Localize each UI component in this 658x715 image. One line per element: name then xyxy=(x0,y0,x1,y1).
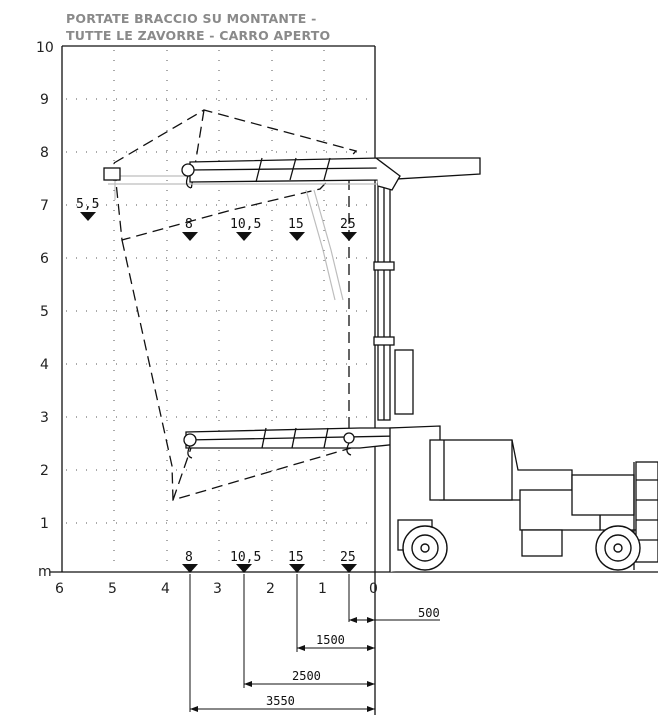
capacity-marker: 15 xyxy=(288,217,305,241)
y-tick-5: 5 xyxy=(40,304,49,320)
y-tick-7: 7 xyxy=(40,198,49,214)
capacity-markers-lower: 8 10,5 15 25 xyxy=(182,550,357,573)
x-tick-6: 6 xyxy=(55,581,64,597)
working-range-envelope xyxy=(113,109,358,501)
dimension-labels: 500 1500 2500 3550 xyxy=(266,606,440,708)
capacity-label: 10,5 xyxy=(230,550,261,565)
capacity-marker: 25 xyxy=(340,217,357,241)
capacity-label: 15 xyxy=(288,550,304,565)
chart-title: PORTATE BRACCIO SU MONTANTE - TUTTE LE Z… xyxy=(66,10,406,44)
capacity-label: 8 xyxy=(185,217,193,232)
y-tick-9: 9 xyxy=(40,92,49,108)
dimension-1500: 1500 xyxy=(316,633,345,647)
y-tick-2: 2 xyxy=(40,463,49,479)
y-tick-1: 1 xyxy=(40,516,49,532)
capacity-label: 25 xyxy=(340,217,356,232)
capacity-marker: 8 xyxy=(182,550,198,573)
machine-wheels xyxy=(402,525,641,571)
x-tick-4: 4 xyxy=(161,581,170,597)
dimension-2500: 2500 xyxy=(292,669,321,683)
y-tick-6: 6 xyxy=(40,251,49,267)
crane-mast xyxy=(373,157,414,421)
x-tick-3: 3 xyxy=(213,581,222,597)
chart-frame xyxy=(50,45,658,715)
capacity-label: 15 xyxy=(288,217,304,232)
y-axis-labels: 10 9 8 7 6 5 4 3 2 1 m xyxy=(36,40,54,580)
capacity-label: 10,5 xyxy=(230,217,261,232)
dimension-500: 500 xyxy=(418,606,440,620)
capacity-markers-upper: 5,5 8 10,5 15 25 xyxy=(76,197,357,241)
x-tick-0: 0 xyxy=(369,581,378,597)
y-tick-3: 3 xyxy=(40,410,49,426)
title-line-2: TUTTE LE ZAVORRE - CARRO APERTO xyxy=(66,28,331,43)
lower-boom xyxy=(183,427,399,459)
title-line-1: PORTATE BRACCIO SU MONTANTE - xyxy=(66,11,317,26)
grid-dots xyxy=(66,50,372,568)
y-tick-4: 4 xyxy=(40,357,49,373)
y-tick-10: 10 xyxy=(36,40,54,56)
capacity-marker: 10,5 xyxy=(230,550,261,573)
x-tick-5: 5 xyxy=(108,581,117,597)
y-tick-8: 8 xyxy=(40,145,49,161)
capacity-label: 8 xyxy=(185,550,193,565)
upper-boom xyxy=(103,157,481,189)
y-unit: m xyxy=(38,564,52,580)
capacity-marker: 10,5 xyxy=(230,217,261,241)
dimension-arrows xyxy=(190,617,375,712)
capacity-label: 25 xyxy=(340,550,356,565)
x-axis-labels: 6 5 4 3 2 1 0 xyxy=(55,581,378,597)
capacity-marker: 15 xyxy=(288,550,305,573)
capacity-label: 5,5 xyxy=(76,197,99,212)
dimension-lines xyxy=(189,574,440,712)
capacity-marker: 25 xyxy=(340,550,357,573)
x-tick-1: 1 xyxy=(318,581,327,597)
dimension-3550: 3550 xyxy=(266,694,295,708)
x-tick-2: 2 xyxy=(266,581,275,597)
capacity-marker: 5,5 xyxy=(76,197,99,221)
capacity-marker: 8 xyxy=(182,217,198,241)
